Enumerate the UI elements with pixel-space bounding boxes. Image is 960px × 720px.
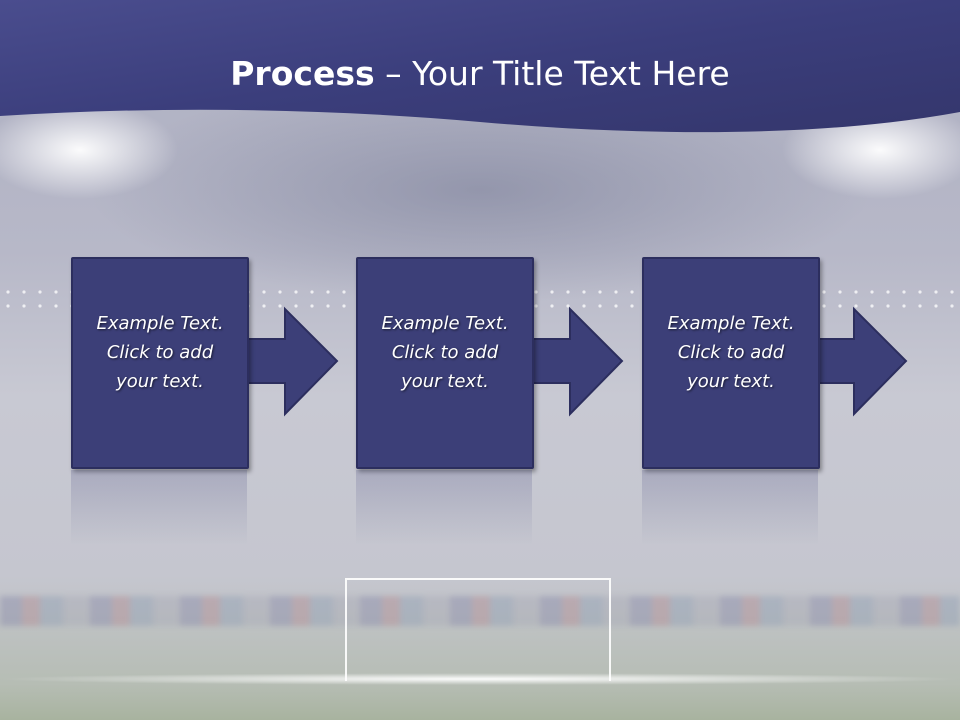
step-text[interactable]: Example Text. Click to add your text.: [667, 313, 795, 392]
process-step-3[interactable]: Example Text. Click to add your text.: [642, 257, 922, 469]
process-step-2[interactable]: Example Text. Click to add your text.: [356, 257, 636, 469]
goal-frame: [345, 578, 611, 681]
step-text[interactable]: Example Text. Click to add your text.: [96, 313, 224, 392]
header-band: [0, 0, 960, 133]
step-box: [71, 257, 249, 469]
step-text[interactable]: Example Text. Click to add your text.: [381, 313, 509, 392]
stadium-crowd: [0, 596, 960, 626]
step-reflection: [356, 470, 636, 545]
step-reflection: [71, 470, 351, 545]
title-rest: – Your Title Text Here: [374, 54, 730, 93]
process-step-1[interactable]: Example Text. Click to add your text.: [71, 257, 351, 469]
step-reflection: [642, 470, 922, 545]
pitch-line-glow: [0, 672, 960, 686]
step-box: [642, 257, 820, 469]
title-bold: Process: [230, 54, 375, 93]
slide-title[interactable]: Process – Your Title Text Here: [0, 50, 960, 98]
step-box: [356, 257, 534, 469]
